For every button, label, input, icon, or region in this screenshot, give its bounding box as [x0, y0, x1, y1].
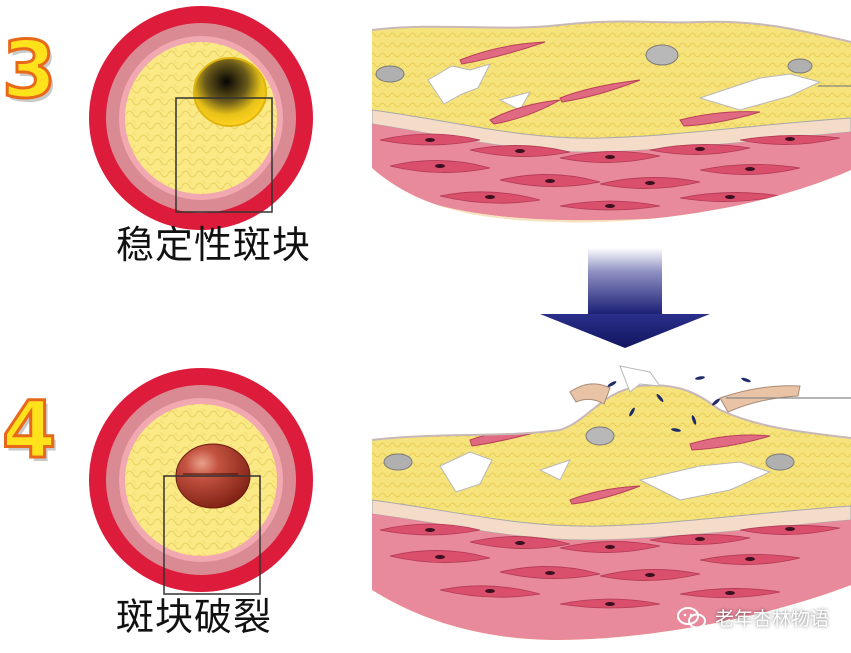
artery-cross-section-ruptured: [89, 368, 313, 595]
down-arrow-icon: [540, 248, 710, 348]
watermark-text: 老年杏林物语: [714, 608, 829, 630]
caption-plaque-rupture: 斑块破裂: [116, 595, 273, 639]
wechat-chat-icon: [676, 606, 706, 628]
artery-cross-section-stable: [89, 6, 313, 230]
watermark: 老年杏林物语: [676, 604, 829, 631]
step-number-4: 4: [0, 386, 57, 476]
vessel-wall-detail-stable: [371, 20, 851, 223]
step-number-3: 3: [0, 26, 57, 116]
caption-stable-plaque: 稳定性斑块: [116, 223, 312, 267]
